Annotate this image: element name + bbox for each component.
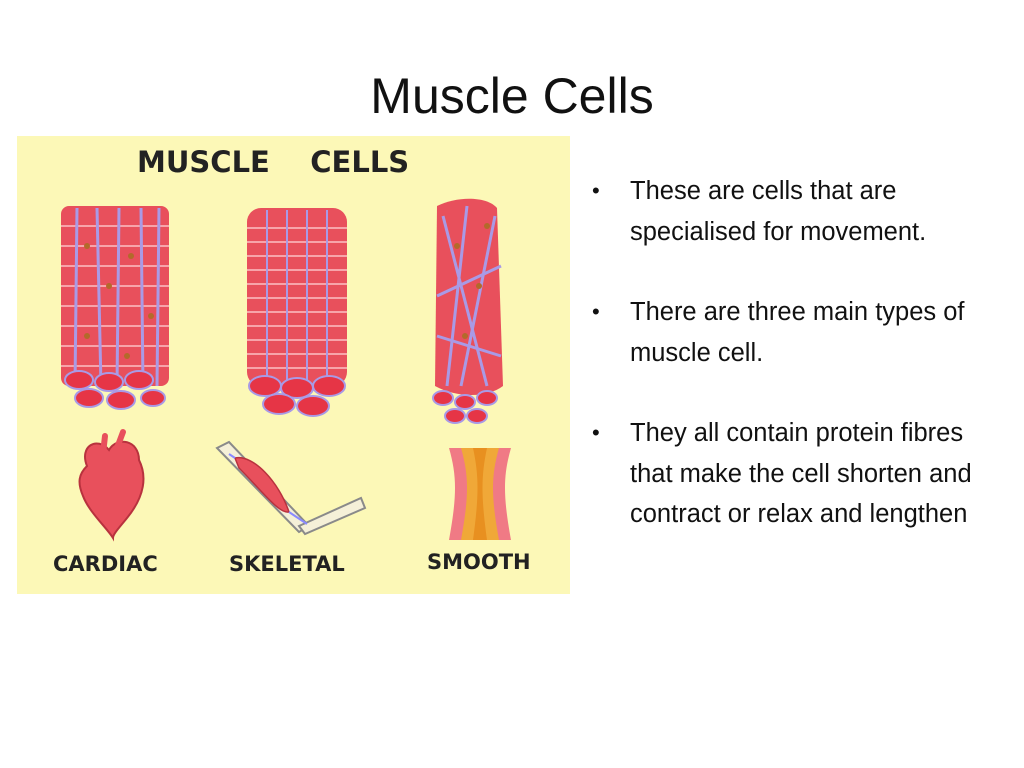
muscle-cells-figure: MUSCLE CELLS xyxy=(17,136,570,594)
bullet-list: • These are cells that are specialised f… xyxy=(592,171,1012,575)
skeletal-tissue-illustration xyxy=(247,208,347,417)
bullet-item: • They all contain protein fibres that m… xyxy=(592,413,1012,535)
arm-illustration xyxy=(215,440,367,536)
smooth-label: SMOOTH xyxy=(427,550,531,574)
intestine-tube-illustration xyxy=(449,448,511,540)
bullet-marker: • xyxy=(592,178,600,203)
skeletal-label: SKELETAL xyxy=(229,552,345,576)
bullet-marker: • xyxy=(592,299,600,324)
bullet-text: There are three main types of muscle cel… xyxy=(630,298,965,367)
smooth-tissue-illustration xyxy=(432,198,503,424)
figure-heading: MUSCLE CELLS xyxy=(137,145,409,179)
bullet-text: These are cells that are specialised for… xyxy=(630,177,927,246)
cardiac-label: CARDIAC xyxy=(53,552,158,576)
bullet-item: • There are three main types of muscle c… xyxy=(592,292,1012,373)
cardiac-tissue-illustration xyxy=(61,206,169,410)
heart-illustration xyxy=(78,429,145,542)
bullet-text: They all contain protein fibres that mak… xyxy=(630,419,972,528)
bullet-marker: • xyxy=(592,420,600,445)
bullet-item: • These are cells that are specialised f… xyxy=(592,171,1012,252)
slide-title: Muscle Cells xyxy=(370,68,654,124)
